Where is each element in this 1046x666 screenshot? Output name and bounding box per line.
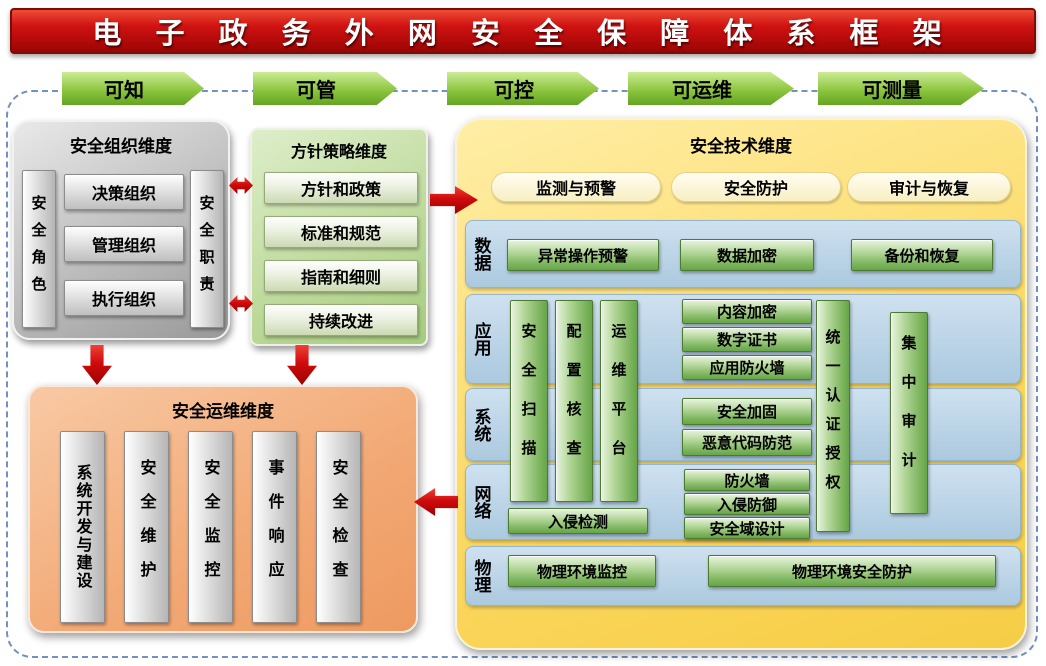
ops-dimension-title: 安全运维维度 xyxy=(172,402,274,422)
column-header-audit: 审计与恢复 xyxy=(847,172,1011,202)
row-label-data: 数据 xyxy=(470,237,491,271)
digital-certificate-block: 数字证书 xyxy=(682,327,812,352)
flow-step-3: 可控 xyxy=(447,72,599,105)
row-label-application: 应用 xyxy=(470,322,491,356)
maintenance-bar: 安全维护 xyxy=(124,431,169,623)
flow-step-5: 可测量 xyxy=(818,72,984,105)
policy-item-standards: 标准和规范 xyxy=(264,216,418,248)
app-firewall-block: 应用防火墙 xyxy=(682,355,812,380)
backup-recovery-block: 备份和恢复 xyxy=(851,239,993,271)
flow-step-1: 可知 xyxy=(62,72,204,105)
management-org-block: 管理组织 xyxy=(64,226,184,262)
connector-org-policy-top-arrow xyxy=(229,177,253,194)
row-label-system: 系统 xyxy=(470,407,491,442)
row-label-network: 网络 xyxy=(470,485,491,519)
content-encryption-block: 内容加密 xyxy=(682,299,812,324)
security-scan-bar: 安全扫描 xyxy=(510,300,548,502)
flow-step-4: 可运维 xyxy=(628,72,794,105)
policy-dimension-title: 方针策略维度 xyxy=(290,142,387,161)
tech-dimension-title: 安全技术维度 xyxy=(690,137,792,157)
physical-env-protection-block: 物理环境安全防护 xyxy=(708,555,996,587)
centralized-audit-bar: 集中审计 xyxy=(890,312,928,514)
org-dimension-title: 安全组织维度 xyxy=(70,137,172,157)
row-label-physical: 物理 xyxy=(470,559,491,593)
security-role-label: 安全角色 xyxy=(29,195,48,303)
column-header-monitoring: 监测与预警 xyxy=(491,172,661,202)
column-header-protection: 安全防护 xyxy=(671,172,841,202)
ops-dimension-panel: 安全运维维度 系统开发与建设 安全维护 安全监控 事件响应 安全检查 xyxy=(28,385,418,633)
security-role-bar: 安全角色 xyxy=(22,170,56,328)
incident-response-bar: 事件响应 xyxy=(252,431,297,623)
security-zone-design-block: 安全域设计 xyxy=(684,517,810,539)
data-encryption-block: 数据加密 xyxy=(680,239,814,271)
org-dimension-panel: 安全组织维度 安全角色 决策组织 管理组织 执行组织 安全职责 xyxy=(12,120,230,340)
policy-dimension-panel: 方针策略维度 方针和政策 标准和规范 指南和细则 持续改进 xyxy=(250,128,428,346)
inspection-bar: 安全检查 xyxy=(316,431,361,623)
intrusion-prevention-block: 入侵防御 xyxy=(684,493,810,515)
abnormal-operation-warning-block: 异常操作预警 xyxy=(507,239,659,271)
security-duty-label: 安全职责 xyxy=(197,195,216,303)
unified-auth-bar: 统一认证授权 xyxy=(816,300,850,532)
security-hardening-block: 安全加固 xyxy=(682,398,812,425)
intrusion-detection-block: 入侵检测 xyxy=(508,508,648,534)
security-duty-bar: 安全职责 xyxy=(190,170,224,328)
tech-dimension-panel: 安全技术维度 监测与预警 安全防护 审计与恢复 数据 应用 系统 网络 物理 异… xyxy=(455,118,1027,650)
policy-item-guidelines: 方针和政策 xyxy=(264,172,418,204)
config-check-bar: 配置核查 xyxy=(555,300,593,502)
system-dev-bar: 系统开发与建设 xyxy=(60,431,105,623)
ops-platform-bar: 运维平台 xyxy=(600,300,638,502)
policy-item-improvement: 持续改进 xyxy=(264,304,418,336)
physical-env-monitoring-block: 物理环境监控 xyxy=(508,555,656,587)
page-title: 电 子 政 务 外 网 安 全 保 障 体 系 框 架 xyxy=(10,8,1036,54)
monitoring-bar: 安全监控 xyxy=(188,431,233,623)
execution-org-block: 执行组织 xyxy=(64,280,184,316)
connector-org-policy-bottom-arrow xyxy=(229,295,253,312)
flow-step-2: 可管 xyxy=(253,72,397,105)
policy-item-rules: 指南和细则 xyxy=(264,260,418,292)
firewall-block: 防火墙 xyxy=(684,469,810,491)
malware-prevention-block: 恶意代码防范 xyxy=(682,429,812,456)
decision-org-block: 决策组织 xyxy=(64,174,184,210)
